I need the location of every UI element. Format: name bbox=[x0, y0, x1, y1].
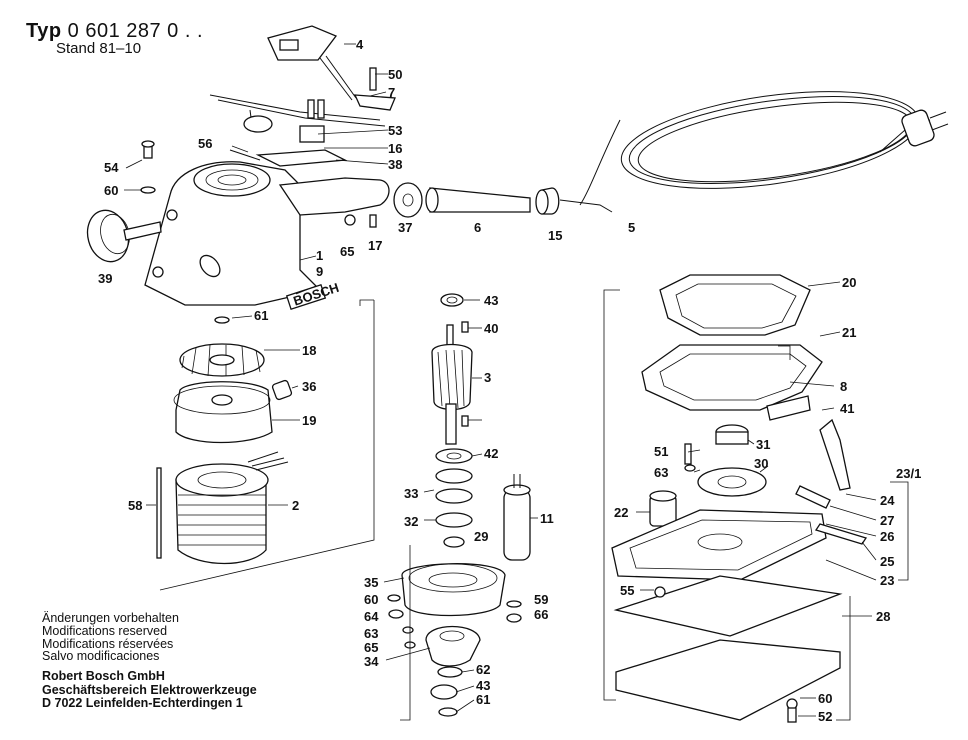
callout-label: 63 bbox=[364, 626, 378, 641]
callout-label: 5 bbox=[628, 220, 635, 235]
callout-label: 41 bbox=[840, 401, 854, 416]
stator-drawing bbox=[175, 451, 289, 565]
company-line: Robert Bosch GmbH bbox=[42, 669, 165, 683]
callout-label: 18 bbox=[302, 343, 316, 358]
callout-label: 35 bbox=[364, 575, 378, 590]
callout-label: 59 bbox=[534, 592, 548, 607]
callout-label: 65 bbox=[340, 244, 354, 259]
eccentric-drawing bbox=[425, 625, 481, 667]
callout-label: 52 bbox=[818, 709, 832, 724]
callout-label: 31 bbox=[756, 437, 770, 452]
company-line: D 7022 Leinfelden-Echterdingen 1 bbox=[42, 696, 243, 710]
type-heading: Typ 0 601 287 0 . . bbox=[26, 20, 203, 43]
callout-label: 6 bbox=[474, 220, 481, 235]
callout-label: 62 bbox=[476, 662, 490, 677]
company-address: Robert Bosch GmbH Geschäftsbereich Elekt… bbox=[42, 669, 257, 711]
callout-label: 65 bbox=[364, 640, 378, 655]
callout-label: 21 bbox=[842, 325, 856, 340]
callout-label: 11 bbox=[540, 511, 554, 526]
type-number: 0 601 287 0 . . bbox=[67, 20, 204, 42]
callout-label: 64 bbox=[364, 609, 379, 624]
brush-holder-drawing bbox=[271, 379, 293, 401]
power-cord-drawing bbox=[559, 91, 949, 213]
callout-label: 66 bbox=[534, 607, 548, 622]
armature-column-drawing bbox=[431, 293, 473, 548]
fan-drawing bbox=[179, 316, 265, 377]
type-label: Typ bbox=[26, 20, 62, 42]
callout-label: 38 bbox=[388, 157, 402, 172]
callout-label: 32 bbox=[404, 514, 418, 529]
callout-label: 36 bbox=[302, 379, 316, 394]
through-bolt-drawing bbox=[156, 467, 162, 559]
callout-labels: 4 50 7 53 16 38 56 54 60 37 6 15 5 65 17… bbox=[98, 37, 921, 724]
motor-housing-drawing bbox=[144, 161, 390, 311]
note-line: Salvo modificaciones bbox=[42, 649, 160, 664]
bearing-housing-drawing bbox=[401, 563, 506, 617]
callout-label: 33 bbox=[404, 486, 418, 501]
callout-label: 16 bbox=[388, 141, 402, 156]
fan-cover-drawing bbox=[173, 381, 273, 444]
switch-drawing bbox=[267, 25, 396, 111]
callout-label: 56 bbox=[198, 136, 212, 151]
company-line: Geschäftsbereich Elektrowerkzeuge bbox=[42, 682, 257, 697]
callout-label: 28 bbox=[876, 609, 890, 624]
callout-leader-lines bbox=[124, 43, 909, 721]
callout-label: 23/1 bbox=[896, 466, 921, 481]
callout-label: 1 bbox=[316, 248, 323, 263]
callout-label: 3 bbox=[484, 370, 491, 385]
callout-label: 50 bbox=[388, 67, 402, 82]
callout-label: 23 bbox=[880, 573, 894, 588]
note-line: Modifications reserved bbox=[42, 623, 168, 638]
lower-bearing-drawing bbox=[430, 666, 463, 717]
callout-label: 60 bbox=[104, 183, 118, 198]
callout-label: 43 bbox=[476, 678, 490, 693]
callout-label: 7 bbox=[388, 85, 395, 100]
callout-label: 58 bbox=[128, 498, 142, 513]
callout-label: 60 bbox=[364, 592, 378, 607]
callout-label: 4 bbox=[356, 37, 364, 52]
callout-label: 60 bbox=[818, 691, 832, 706]
callout-label: 30 bbox=[754, 456, 768, 471]
callout-label: 29 bbox=[474, 529, 488, 544]
callout-label: 54 bbox=[104, 160, 119, 175]
callout-label: 37 bbox=[398, 220, 412, 235]
callout-label: 9 bbox=[316, 264, 323, 279]
note-line: Modifications réservées bbox=[42, 636, 174, 651]
callout-label: 19 bbox=[302, 413, 316, 428]
callout-label: 25 bbox=[880, 554, 894, 569]
callout-label: 61 bbox=[254, 308, 268, 323]
callout-label: 63 bbox=[654, 465, 668, 480]
screw-set-left bbox=[140, 140, 156, 194]
base-assembly-drawing bbox=[611, 274, 868, 723]
callout-label: 22 bbox=[614, 505, 628, 520]
callout-label: 15 bbox=[548, 228, 562, 243]
wiring-drawing bbox=[209, 94, 386, 167]
callout-label: 53 bbox=[388, 123, 402, 138]
callout-label: 39 bbox=[98, 271, 112, 286]
capacitor-drawing bbox=[503, 474, 531, 561]
callout-label: 17 bbox=[368, 238, 382, 253]
callout-label: 61 bbox=[476, 692, 490, 707]
callout-label: 43 bbox=[484, 293, 498, 308]
small-parts-top bbox=[229, 149, 377, 228]
callout-label: 42 bbox=[484, 446, 498, 461]
callout-label: 51 bbox=[654, 444, 668, 459]
callout-label: 40 bbox=[484, 321, 498, 336]
note-line: Änderungen vorbehalten bbox=[42, 611, 179, 625]
cord-protector-drawing bbox=[393, 182, 560, 218]
modification-notes: Änderungen vorbehalten Modifications res… bbox=[42, 612, 179, 663]
callout-label: 27 bbox=[880, 513, 894, 528]
callout-label: 55 bbox=[620, 583, 634, 598]
stand-revision: Stand 81–10 bbox=[56, 40, 142, 57]
callout-label: 34 bbox=[364, 654, 379, 669]
callout-label: 24 bbox=[880, 493, 895, 508]
callout-label: 26 bbox=[880, 529, 894, 544]
callout-label: 2 bbox=[292, 498, 299, 513]
callout-label: 20 bbox=[842, 275, 856, 290]
callout-label: 8 bbox=[840, 379, 847, 394]
knob-drawing bbox=[86, 209, 162, 263]
